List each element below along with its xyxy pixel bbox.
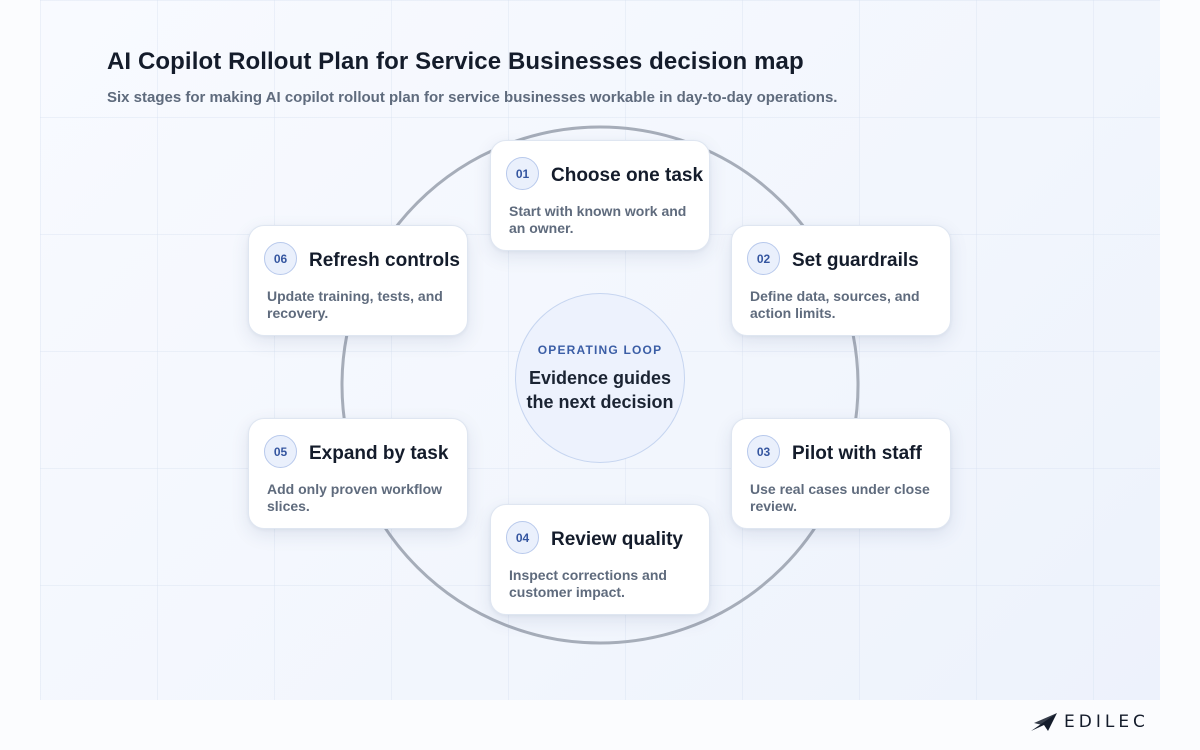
stage-description: Start with known work and an owner. (509, 203, 687, 236)
stage-card-pilot-with-staff: 03 Pilot with staff Use real cases under… (731, 418, 951, 529)
center-hub: OPERATING LOOP Evidence guides the next … (515, 293, 685, 463)
stage-card-set-guardrails: 02 Set guardrails Define data, sources, … (731, 225, 951, 336)
stage-card-review-quality: 04 Review quality Inspect corrections an… (490, 504, 710, 615)
brand-name: EDILEC (1064, 712, 1149, 732)
stage-number-badge: 02 (747, 242, 780, 275)
stage-card-choose-one-task: 01 Choose one task Start with known work… (490, 140, 710, 251)
stage-title: Pilot with staff (792, 443, 922, 464)
stage-number-badge: 06 (264, 242, 297, 275)
stage-title: Set guardrails (792, 250, 919, 271)
stage-description: Use real cases under close review. (750, 481, 930, 514)
stage-description: Define data, sources, and action limits. (750, 288, 920, 321)
center-statement: Evidence guides the next decision (526, 367, 674, 412)
stage-description: Add only proven workflow slices. (267, 481, 443, 514)
paper-plane-icon (1031, 713, 1057, 731)
stage-description: Update training, tests, and recovery. (267, 288, 443, 321)
stage-card-expand-by-task: 05 Expand by task Add only proven workfl… (248, 418, 468, 529)
center-kicker: OPERATING LOOP (537, 342, 663, 357)
stage-title: Refresh controls (309, 250, 460, 271)
page-title: AI Copilot Rollout Plan for Service Busi… (107, 48, 804, 75)
stage-number-badge: 05 (264, 435, 297, 468)
stage-card-refresh-controls: 06 Refresh controls Update training, tes… (248, 225, 468, 336)
page-subtitle: Six stages for making AI copilot rollout… (107, 89, 838, 106)
stage-description: Inspect corrections and customer impact. (509, 567, 667, 600)
brand-logo: EDILEC (1030, 711, 1149, 733)
stage-title: Review quality (551, 529, 683, 550)
stage-number-badge: 01 (506, 157, 539, 190)
stage-number-badge: 04 (506, 521, 539, 554)
stage-number-badge: 03 (747, 435, 780, 468)
stage-title: Expand by task (309, 443, 449, 464)
stage-title: Choose one task (551, 165, 704, 186)
